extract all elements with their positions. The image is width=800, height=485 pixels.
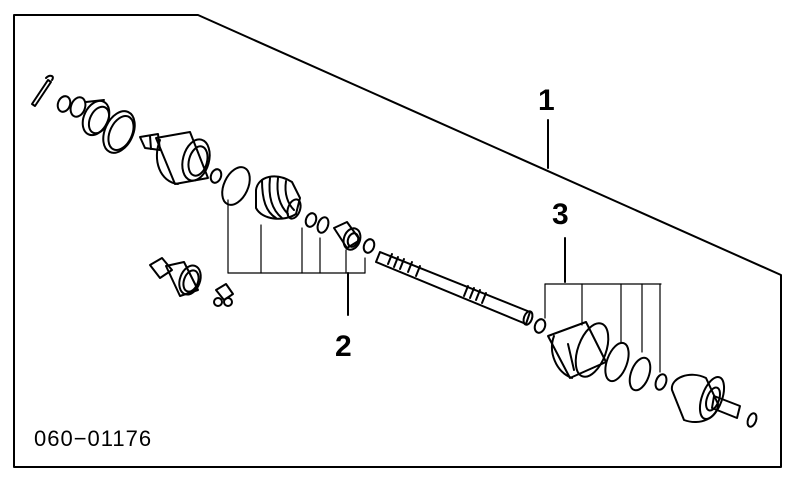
boot-ring bbox=[626, 355, 655, 393]
small-ring bbox=[304, 212, 318, 229]
outer-boot bbox=[256, 176, 303, 220]
bearing-housing bbox=[334, 222, 363, 252]
boot-ring bbox=[601, 340, 633, 384]
inner-boot bbox=[548, 319, 615, 381]
dynamic-damper bbox=[150, 258, 205, 298]
ring bbox=[68, 95, 88, 119]
circlip bbox=[32, 76, 53, 106]
outer-cv-joint bbox=[140, 132, 214, 184]
small-ring bbox=[654, 373, 669, 391]
large-ring bbox=[97, 106, 141, 158]
small-ring bbox=[362, 238, 376, 255]
callout-label-1: 1 bbox=[538, 84, 555, 117]
small-ring bbox=[56, 94, 73, 113]
callout-2-bracket bbox=[228, 200, 365, 315]
inner-cv-joint bbox=[672, 374, 758, 428]
drive-shaft bbox=[376, 252, 534, 326]
grease-nipple bbox=[214, 284, 233, 306]
callout-3-bracket bbox=[545, 238, 661, 372]
callout-label-2: 2 bbox=[335, 330, 352, 363]
boot-ring bbox=[217, 163, 256, 209]
diagram-frame bbox=[14, 15, 781, 467]
small-ring bbox=[533, 318, 547, 335]
part-code: 060−01176 bbox=[34, 426, 153, 451]
small-ring bbox=[316, 216, 331, 234]
small-ring bbox=[209, 168, 223, 185]
callout-label-3: 3 bbox=[552, 198, 569, 231]
